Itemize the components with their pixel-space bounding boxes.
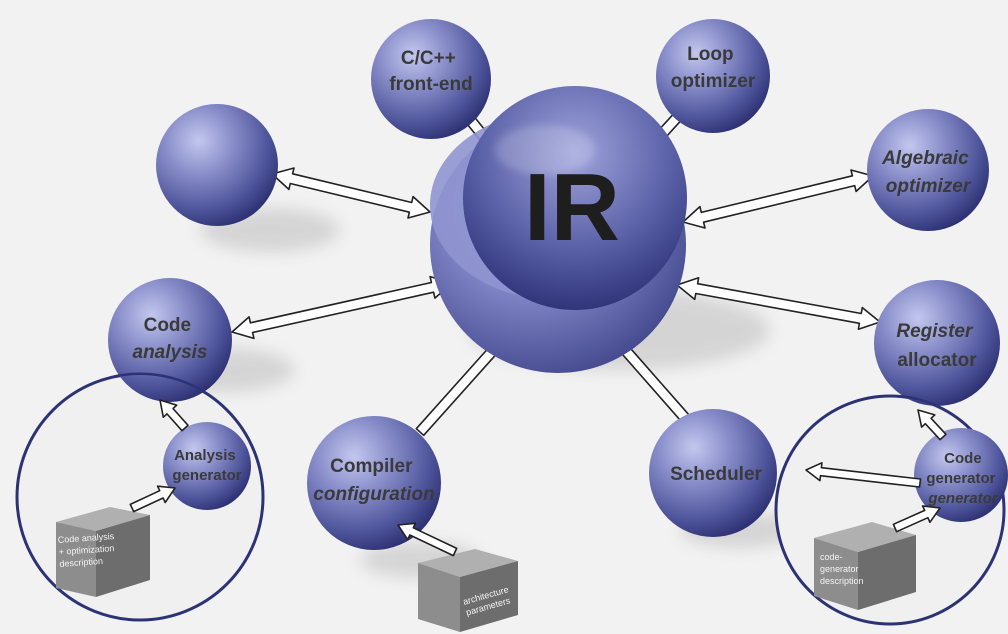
box3-line2: generator: [820, 564, 859, 574]
box1-line3: description: [59, 556, 103, 569]
code-generator-description-box: code- generator description: [814, 522, 916, 610]
box3-line3: description: [820, 576, 864, 586]
front-end-label-line1: C/C++: [401, 48, 456, 69]
analysis-generator-label-line2: generator: [172, 467, 241, 484]
compiler-configuration-node[interactable]: Compiler configuration: [307, 416, 441, 550]
front-end-node[interactable]: C/C++ front-end: [371, 19, 491, 139]
register-allocator-node[interactable]: Register allocator: [874, 280, 1000, 406]
code-analysis-label: Code analysis: [133, 315, 208, 363]
box1-line2: + optimization: [58, 543, 114, 557]
blank-node[interactable]: [156, 104, 278, 226]
algebraic-optimizer-label-line2: optimizer: [886, 176, 972, 197]
arrow-box2-to-config: [397, 522, 458, 557]
scheduler-label: Scheduler: [670, 464, 762, 485]
front-end-label-line2: front-end: [389, 74, 472, 95]
code-analysis-node[interactable]: Code analysis: [108, 278, 232, 402]
code-analysis-description-box: Code analysis + optimization description: [56, 507, 150, 597]
code-analysis-label-line2: analysis: [133, 342, 208, 363]
box3-line1: code-: [820, 552, 843, 562]
loop-optimizer-label: Loop optimizer: [671, 44, 756, 92]
front-end-label: C/C++ front-end: [389, 48, 472, 95]
compiler-configuration-label: Compiler configuration: [313, 456, 434, 505]
register-allocator-label-line1: Register: [896, 321, 974, 342]
ir-label: IR: [524, 154, 620, 261]
ir-hub[interactable]: IR: [430, 86, 687, 373]
code-generator-generator-node[interactable]: Code generator generator: [914, 428, 1008, 522]
algebraic-optimizer-label-line1: Algebraic: [881, 148, 969, 169]
code-generator-generator-label-line2: generator: [926, 470, 995, 487]
code-generator-generator-label-line1: Code: [944, 450, 982, 467]
loop-optimizer-node[interactable]: Loop optimizer: [656, 19, 770, 133]
arrow-analysis-gen-to-code-analysis: [159, 399, 189, 432]
arrow-box3-to-codegen: [892, 505, 941, 533]
code-generator-generator-label-line3: generator: [927, 490, 998, 507]
loop-optimizer-label-line1: Loop: [687, 44, 733, 65]
compiler-configuration-label-line2: configuration: [313, 484, 434, 505]
arrow-ir-algebraic: [682, 169, 874, 229]
analysis-generator-label-line1: Analysis: [174, 447, 236, 464]
code-analysis-label-line1: Code: [144, 315, 192, 336]
register-allocator-label: Register allocator: [896, 321, 977, 371]
code-generator-generator-label: Code generator generator: [926, 450, 999, 507]
architecture-parameters-box: architecture parameters: [418, 549, 518, 632]
arrow-codegen-to-register: [917, 409, 947, 441]
box1-line1: Code analysis: [57, 531, 115, 545]
analysis-generator-label: Analysis generator: [172, 447, 241, 484]
arrow-codegen-to-scheduler: [805, 461, 922, 488]
algebraic-optimizer-node[interactable]: Algebraic optimizer: [867, 109, 989, 231]
register-allocator-label-line2: allocator: [897, 350, 977, 371]
loop-optimizer-label-line2: optimizer: [671, 71, 756, 92]
scheduler-node[interactable]: Scheduler: [649, 409, 777, 537]
algebraic-optimizer-label: Algebraic optimizer: [881, 148, 974, 197]
inset-arrows-layer: [129, 399, 947, 557]
arrow-box1-to-analysis-gen: [129, 485, 176, 513]
analysis-generator-node[interactable]: Analysis generator: [163, 422, 251, 510]
compiler-configuration-label-line1: Compiler: [330, 456, 413, 477]
arrow-ir-code-analysis: [231, 275, 453, 340]
